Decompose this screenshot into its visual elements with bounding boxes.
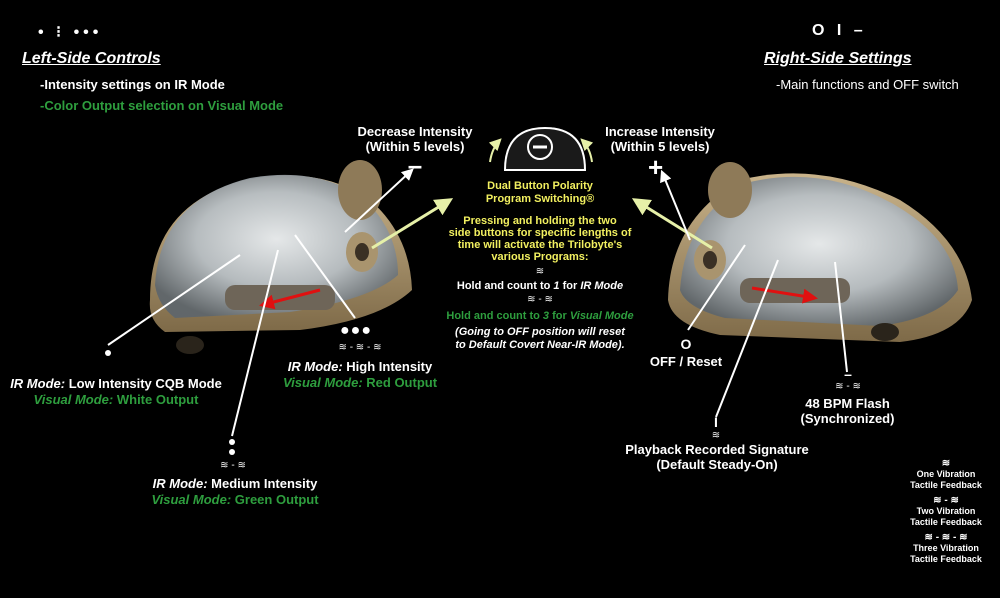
playback-label: Playback Recorded Signature (Default Ste… (625, 442, 809, 472)
playback-callout-line (715, 259, 779, 418)
right-to-center-arrow (631, 198, 713, 250)
decrease-arrow (344, 168, 414, 233)
medium-callout-line (231, 249, 279, 437)
right-device-image (668, 162, 972, 342)
increase-sign: + (648, 152, 664, 182)
flash-symbol: – (844, 366, 852, 382)
legend-two-icon: ≋ - ≋ (933, 495, 959, 506)
two-dots-icon-bottom (229, 449, 235, 455)
low-intensity-label: IR Mode: Low Intensity CQB Mode Visual M… (10, 376, 222, 407)
ir-mode-instruction: Hold and count to 1 for IR Mode (456, 280, 624, 292)
increase-title: Increase Intensity (605, 124, 715, 139)
vibe-icon-medium: ≋ - ≋ (220, 460, 246, 471)
low-callout-line (107, 254, 241, 346)
vibe-icon-ir: ≋ (535, 266, 545, 277)
center-title-2: Program Switching® (485, 193, 595, 205)
vibe-icon-flash: ≋ - ≋ (835, 381, 861, 392)
legend-one-icon: ≋ (941, 458, 951, 469)
vibe-icon-playback: ≋ (711, 430, 721, 441)
medium-intensity-label: IR Mode: Medium Intensity Visual Mode: G… (151, 476, 319, 507)
left-symbols: • ⁝ ••• (38, 24, 103, 41)
decrease-title: Decrease Intensity (357, 124, 473, 139)
right-heading: Right-Side Settings (764, 50, 912, 67)
flash-label: 48 BPM Flash (Synchronized) (800, 396, 895, 426)
legend-three-icon: ≋ - ≋ - ≋ (924, 532, 968, 543)
center-title-1: Dual Button Polarity (487, 180, 593, 192)
program-switch-title: Dual Button Polarity Program Switching® (435, 180, 645, 206)
off-callout-line (687, 244, 746, 331)
high-callout-line (294, 234, 356, 319)
vibe-icon-high: ≋ - ≋ - ≋ (338, 342, 382, 353)
off-reset-label: OFF / Reset (649, 354, 723, 369)
left-line-2: -Color Output selection on Visual Mode (40, 98, 284, 113)
high-intensity-label: IR Mode: High Intensity Visual Mode: Red… (282, 359, 438, 390)
program-switch-description: Pressing and holding the two side button… (448, 215, 632, 263)
vibration-legend: ≋ One Vibration Tactile Feedback ≋ - ≋ T… (895, 458, 997, 565)
three-dots-icon: ●●● (340, 322, 372, 339)
off-symbol: O (680, 336, 692, 352)
decrease-sub: (Within 5 levels) (365, 139, 465, 154)
right-line-1: -Main functions and OFF switch (776, 77, 959, 92)
left-device-image (149, 160, 412, 354)
two-dots-icon-top (229, 439, 235, 445)
increase-arrow (660, 169, 691, 241)
increase-label: Increase Intensity (Within 5 levels) (590, 124, 730, 154)
left-to-center-arrow (371, 198, 454, 250)
visual-mode-instruction: Hold and count to 3 for Visual Mode (446, 310, 634, 322)
right-symbols: O I – (812, 22, 867, 39)
flash-callout-line (834, 261, 848, 373)
left-line-1: -Intensity settings on IR Mode (40, 77, 225, 92)
decrease-label: Decrease Intensity (Within 5 levels) – (345, 124, 485, 180)
left-heading: Left-Side Controls (22, 50, 161, 67)
decrease-sign: – (407, 150, 423, 180)
increase-sub: (Within 5 levels) (610, 139, 710, 154)
reset-note: (Going to OFF position will reset to Def… (455, 326, 625, 351)
program-switch-icon (488, 126, 594, 171)
one-dot-icon (105, 350, 111, 356)
vibe-icon-visual: ≋ - ≋ (527, 294, 553, 305)
playback-symbol: I (714, 414, 718, 430)
